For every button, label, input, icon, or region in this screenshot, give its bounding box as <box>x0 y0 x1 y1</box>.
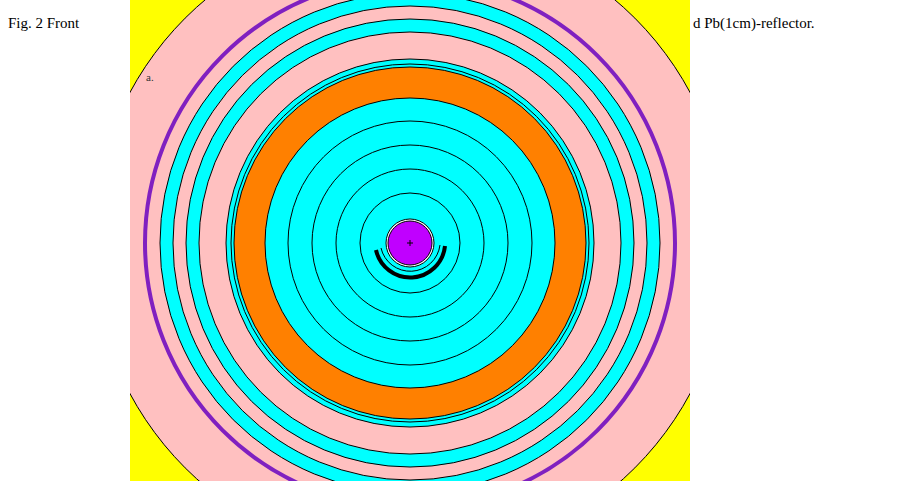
cell-boundary <box>336 169 484 317</box>
cyan-ring <box>160 0 660 481</box>
caption-fragment: a. <box>146 68 154 86</box>
source-gap <box>386 219 434 267</box>
pink-ring <box>173 6 647 480</box>
thin-cyan-ring <box>226 59 594 427</box>
thin-cyan-ring <box>231 64 589 422</box>
cyan-core-region <box>265 98 555 388</box>
source-disc <box>388 221 432 265</box>
cell-boundary <box>288 121 532 365</box>
cyan-ring <box>186 19 634 467</box>
center-mark <box>407 240 413 246</box>
purple-shell <box>145 0 675 481</box>
caption-fragment: d Pb(1cm)-reflector. <box>693 14 815 32</box>
orange-layer <box>234 67 586 419</box>
outer-pink-zone <box>130 0 690 481</box>
pink-ring <box>199 32 621 454</box>
cell-boundary <box>312 145 508 341</box>
caption-fragment: Fig. 2 Front <box>8 14 79 32</box>
cell-boundary <box>360 193 460 293</box>
